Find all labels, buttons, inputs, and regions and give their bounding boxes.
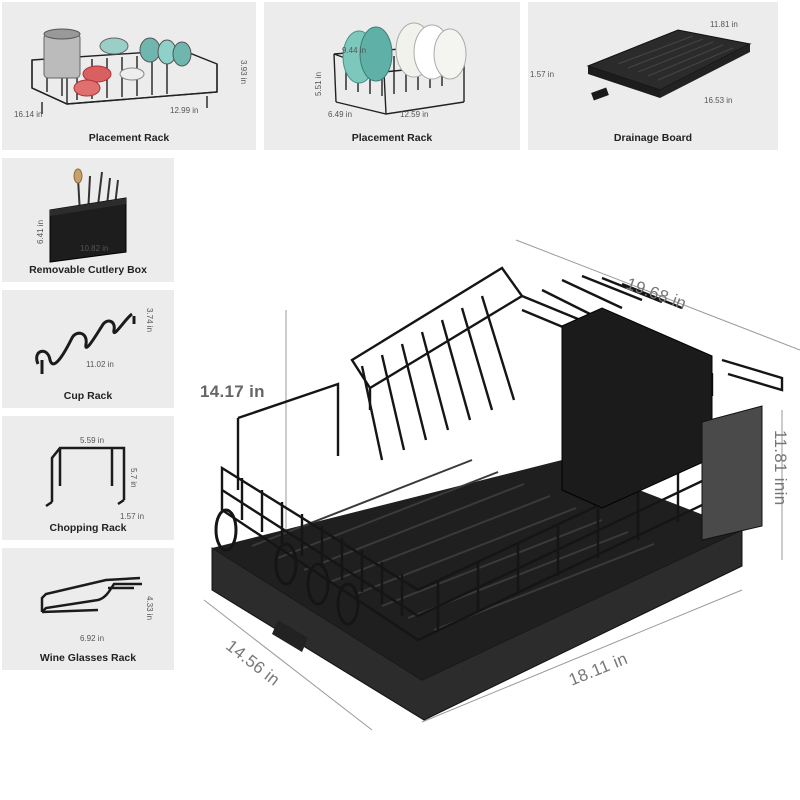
dim-length: 11.02 in (86, 360, 114, 369)
dim-width: 5.59 in (80, 436, 105, 445)
dim-width: 10.82 in (80, 244, 109, 253)
panel-label: Placement Rack (351, 132, 433, 144)
dim-height: 1.57 in (530, 70, 555, 79)
panel-label: Removable Cutlery Box (29, 264, 147, 276)
dim-height: 5.7 in (129, 468, 138, 488)
panel-cutlery-box: 6.41 in 10.82 in Removable Cutlery Box (2, 158, 174, 282)
dim-length: 16.53 in (704, 96, 733, 105)
panel-drainage-board: 11.81 in 1.57 in 16.53 in Drainage Board (528, 2, 778, 150)
dim-width: 6.92 in (80, 634, 105, 643)
cutlery-box-image (49, 168, 127, 263)
dim-height: 14.17 in (200, 382, 265, 401)
panel-label: Chopping Rack (49, 522, 127, 534)
panel-label: Drainage Board (613, 132, 693, 144)
dim-height: 6.41 in (36, 219, 45, 244)
dim-height: 3.74 in (145, 308, 154, 333)
panel-cup-rack: 3.74 in 11.02 in Cup Rack (2, 290, 174, 408)
main-dish-rack: 19.68 in 14.17 in 11.81 inin 14.56 in 18… (182, 160, 800, 800)
dim-depth: 1.57 in (120, 512, 145, 521)
dim-depth: 6.49 in (328, 110, 353, 119)
placement-rack-image (31, 28, 218, 114)
panel-label: Placement Rack (88, 132, 170, 144)
dim-length: 16.14 in (14, 110, 43, 119)
dim-height: 3.93 in (239, 60, 248, 85)
panel-placement-rack-1: 16.14 in 12.99 in 3.93 in Placement Rack (2, 2, 256, 150)
chopping-rack-image (45, 446, 126, 508)
cup-rack-image (35, 312, 136, 374)
panel-label: Wine Glasses Rack (39, 652, 137, 664)
panel-placement-rack-2: 9.44 in 5.51 in 6.49 in 12.59 in Placeme… (264, 2, 520, 150)
dim-height: 4.33 in (145, 596, 154, 621)
dim-width: 12.59 in (400, 110, 429, 119)
dim-right-depth: 11.81 inin (771, 430, 790, 506)
panel-wine-glasses-rack: 4.33 in 6.92 in Wine Glasses Rack (2, 548, 174, 670)
dim-height: 5.51 in (314, 71, 323, 96)
main-dish-rack-image (203, 239, 800, 731)
dim-width: 11.81 in (710, 20, 738, 29)
drainage-board-image (586, 29, 752, 101)
panel-label: Cup Rack (63, 390, 113, 402)
dim-top: 9.44 in (342, 46, 367, 55)
panel-chopping-rack: 5.59 in 5.7 in 1.57 in Chopping Rack (2, 416, 174, 540)
dim-width: 12.99 in (170, 106, 199, 115)
wine-glasses-rack-image (40, 576, 142, 614)
dish-rack-image (333, 22, 467, 115)
